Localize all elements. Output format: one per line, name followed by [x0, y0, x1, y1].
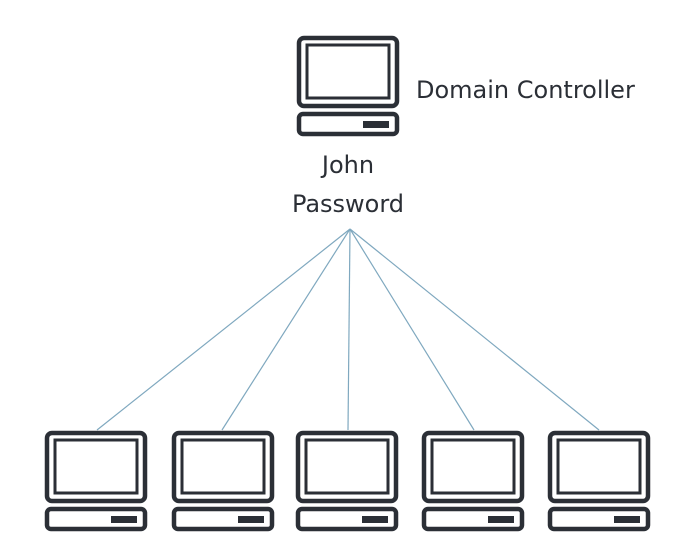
connector-lines: [96, 228, 600, 431]
client-computer-icon-1: [47, 433, 145, 529]
credential-username: John: [320, 151, 374, 179]
client-computer-icon-2: [174, 433, 272, 529]
client-computer-icon-5: [550, 433, 648, 529]
client-computer-icon-3: [298, 433, 396, 529]
domain-controller-computer-icon: [299, 38, 397, 134]
connector-line-5: [349, 228, 600, 431]
connector-line-3: [347, 228, 351, 431]
client-computer-icon-4: [424, 433, 522, 529]
credential-password: Password: [292, 190, 404, 218]
domain-controller-label: Domain Controller: [416, 76, 635, 104]
connector-line-1: [96, 228, 351, 431]
connector-line-4: [349, 228, 475, 431]
connector-line-2: [221, 228, 351, 431]
